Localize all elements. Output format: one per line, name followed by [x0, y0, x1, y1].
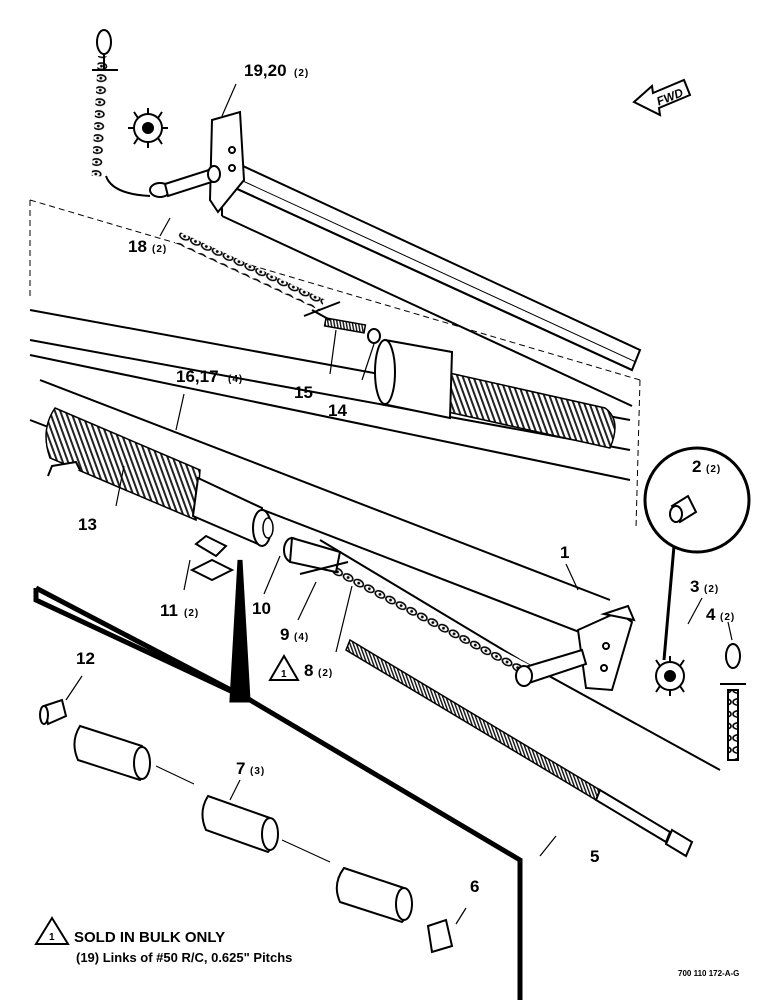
svg-text:1: 1: [560, 543, 569, 562]
svg-text:11: 11: [160, 601, 178, 620]
bulk-note-marker-icon: 1: [268, 654, 300, 681]
lower-bracket: [515, 604, 636, 692]
adjusting-rod: [345, 638, 694, 858]
svg-text:3: 3: [690, 577, 699, 596]
drawing-number: 700 110 172-A-G: [678, 969, 739, 978]
svg-text:13: 13: [78, 515, 97, 534]
svg-text:(2): (2): [704, 584, 719, 595]
svg-text:(2): (2): [184, 608, 199, 619]
callout-2: 2 (2): [692, 457, 721, 476]
lower-adjuster: [283, 536, 349, 575]
exploded-view-outline: [29, 199, 641, 529]
svg-text:19,20: 19,20: [244, 61, 287, 80]
upper-spring: [374, 338, 616, 449]
detail-circle: [643, 446, 751, 661]
note-marker: 1: [49, 932, 56, 943]
callout-18: 18 (2): [128, 237, 167, 256]
upper-tube: [220, 158, 642, 407]
svg-text:(4): (4): [228, 374, 243, 385]
callout-5: 5: [590, 847, 599, 866]
lower-sprocket: [655, 656, 685, 696]
svg-text:8: 8: [304, 661, 313, 680]
center-chain-adjuster: [303, 301, 381, 344]
callout-12: 12: [76, 649, 95, 668]
leader-lines: [65, 83, 733, 925]
callout-14: 14: [328, 401, 347, 420]
svg-text:15: 15: [294, 383, 313, 402]
callout-13: 13: [78, 515, 97, 534]
callout-15: 15: [294, 383, 313, 402]
svg-text:(2): (2): [706, 464, 721, 475]
note-text: (19) Links of #50 R/C, 0.625" Pitchs: [76, 950, 292, 965]
svg-text:(2): (2): [294, 68, 309, 79]
callout-6: 6: [470, 877, 479, 896]
svg-text:16,17: 16,17: [176, 367, 219, 386]
inset-frame: [33, 559, 523, 1000]
svg-text:(2): (2): [152, 244, 167, 255]
svg-text:7: 7: [236, 759, 245, 778]
upper-sprocket: [128, 108, 168, 148]
upper-eye-bolt: [92, 29, 118, 71]
upper-chain: [91, 55, 326, 311]
callout-7: 7 (3): [236, 759, 265, 778]
svg-text:(2): (2): [318, 668, 333, 679]
callout-16-17: 16,17 (4): [176, 367, 243, 386]
svg-text:14: 14: [328, 401, 347, 420]
callout-19-20: 19,20 (2): [244, 61, 309, 80]
svg-text:4: 4: [706, 605, 716, 624]
svg-text:6: 6: [470, 877, 479, 896]
lower-spring: [45, 407, 274, 547]
callout-3: 3 (2): [690, 577, 719, 596]
svg-text:(4): (4): [294, 632, 309, 643]
callout-11: 11 (2): [160, 601, 199, 620]
forward-arrow-icon: FWD: [632, 78, 692, 117]
note-title: SOLD IN BULK ONLY: [74, 929, 225, 946]
svg-text:2: 2: [692, 457, 701, 476]
callout-9: 9 (4): [280, 625, 309, 644]
inset-parts: [39, 698, 454, 954]
svg-text:18: 18: [128, 237, 147, 256]
svg-text:9: 9: [280, 625, 289, 644]
small-parts: [47, 460, 235, 582]
callout-4: 4 (2): [706, 605, 735, 624]
upper-bracket: [149, 110, 246, 214]
svg-text:(2): (2): [720, 612, 735, 623]
svg-text:12: 12: [76, 649, 95, 668]
callout-10: 10: [252, 599, 271, 618]
lower-tube: [29, 379, 721, 771]
svg-text:1: 1: [281, 669, 288, 680]
forward-label: FWD: [655, 85, 686, 108]
bulk-note: 1 SOLD IN BULK ONLY (19) Links of #50 R/…: [34, 916, 292, 965]
svg-text:10: 10: [252, 599, 271, 618]
callout-1: 1: [560, 543, 569, 562]
svg-text:5: 5: [590, 847, 599, 866]
lower-eye-bolt: [720, 643, 746, 761]
svg-text:(3): (3): [250, 766, 265, 777]
callout-8: 8 (2): [304, 661, 333, 680]
lower-chain: [330, 562, 531, 676]
